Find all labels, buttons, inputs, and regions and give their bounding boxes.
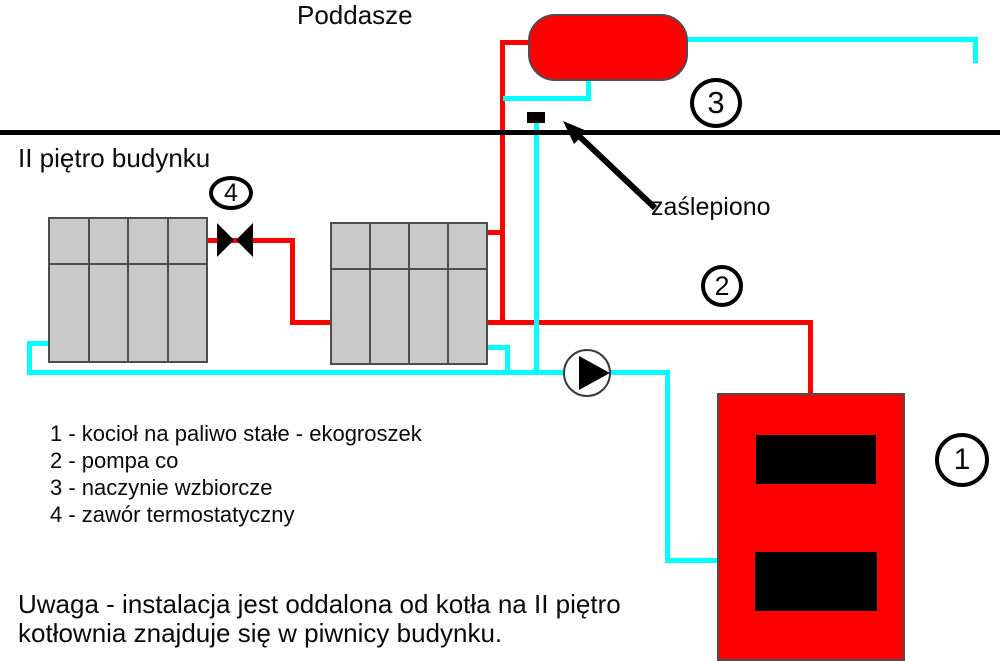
marker-vessel: 3 — [690, 78, 742, 128]
marker-vessel-number: 3 — [707, 85, 725, 120]
supply-pipe-valve-drop — [290, 238, 295, 325]
annotation-arrow — [563, 121, 658, 211]
attic-label: Poddasze — [297, 0, 413, 30]
blanked-cap — [527, 112, 545, 123]
radiator-section — [168, 219, 206, 263]
return-stub-radiator1-h — [27, 341, 49, 346]
pump-triangle-icon — [579, 356, 610, 390]
legend: 1 - kocioł na paliwo stałe - ekogroszek … — [50, 420, 422, 528]
supply-stub-radiator2-top — [488, 230, 503, 235]
warning-note: Uwaga - instalacja jest oddalona od kotł… — [18, 590, 621, 648]
radiator-section — [89, 219, 127, 263]
blanked-annotation-label: zaślepiono — [651, 193, 771, 221]
radiator-2 — [330, 222, 488, 365]
radiator-section — [332, 270, 369, 363]
return-vessel-bottom-horizontal — [503, 96, 591, 101]
supply-pipe-to-radiator2 — [290, 320, 330, 325]
marker-boiler-number: 1 — [953, 443, 971, 476]
radiator-section — [410, 224, 447, 268]
radiator-section — [129, 219, 167, 263]
supply-drop-to-boiler — [808, 320, 813, 396]
radiator-section — [89, 265, 127, 361]
second-floor-label: II piętro budynku — [18, 143, 211, 173]
marker-pump-number: 2 — [714, 270, 730, 301]
radiator-section — [332, 224, 369, 268]
return-drop-to-boiler — [665, 370, 670, 563]
radiator-section — [449, 224, 486, 268]
marker-pump: 2 — [701, 265, 743, 307]
radiator-section — [371, 270, 408, 363]
return-stub-radiator2-h — [488, 345, 510, 350]
marker-boiler: 1 — [935, 433, 989, 487]
legend-item-pump: 2 - pompa co — [50, 448, 179, 473]
warning-note-line2: kotłownia znajduje się w piwnicy budynku… — [18, 618, 503, 648]
radiator-section — [410, 270, 447, 363]
marker-valve-number: 4 — [224, 178, 238, 207]
boiler-upper-door — [756, 435, 876, 484]
return-into-boiler — [665, 558, 717, 563]
return-main-horizontal — [27, 370, 670, 375]
radiator-section — [371, 224, 408, 268]
boiler-lower-door — [755, 552, 877, 611]
legend-item-boiler: 1 - kocioł na paliwo stałe - ekogroszek — [50, 421, 422, 446]
pump-symbol — [563, 349, 611, 397]
return-stub-radiator2-v — [505, 345, 510, 375]
return-capped-riser — [534, 122, 539, 375]
floor-separator-line — [0, 130, 1000, 135]
return-stub-right-end — [973, 37, 978, 63]
legend-item-valve: 4 - zawór termostatyczny — [50, 502, 295, 527]
legend-item-vessel: 3 - naczynie wzbiorcze — [50, 475, 273, 500]
supply-riser-pipe — [500, 40, 505, 325]
radiator-1 — [48, 217, 208, 363]
supply-pipe-to-vessel — [500, 40, 530, 45]
marker-valve: 4 — [209, 176, 253, 210]
radiator-section — [449, 270, 486, 363]
boiler — [717, 393, 905, 661]
radiator-section — [50, 265, 88, 361]
return-vessel-bottom-vertical — [586, 79, 591, 101]
radiator-section — [168, 265, 206, 361]
return-stub-radiator1-v — [27, 341, 32, 375]
return-pipe-vessel-right — [686, 37, 978, 42]
expansion-vessel — [528, 14, 688, 81]
radiator-section — [50, 219, 88, 263]
radiator-section — [129, 265, 167, 361]
warning-note-line1: Uwaga - instalacja jest oddalona od kotł… — [18, 589, 621, 619]
thermostatic-valve-icon — [217, 223, 253, 257]
supply-main-to-boiler — [488, 320, 813, 325]
